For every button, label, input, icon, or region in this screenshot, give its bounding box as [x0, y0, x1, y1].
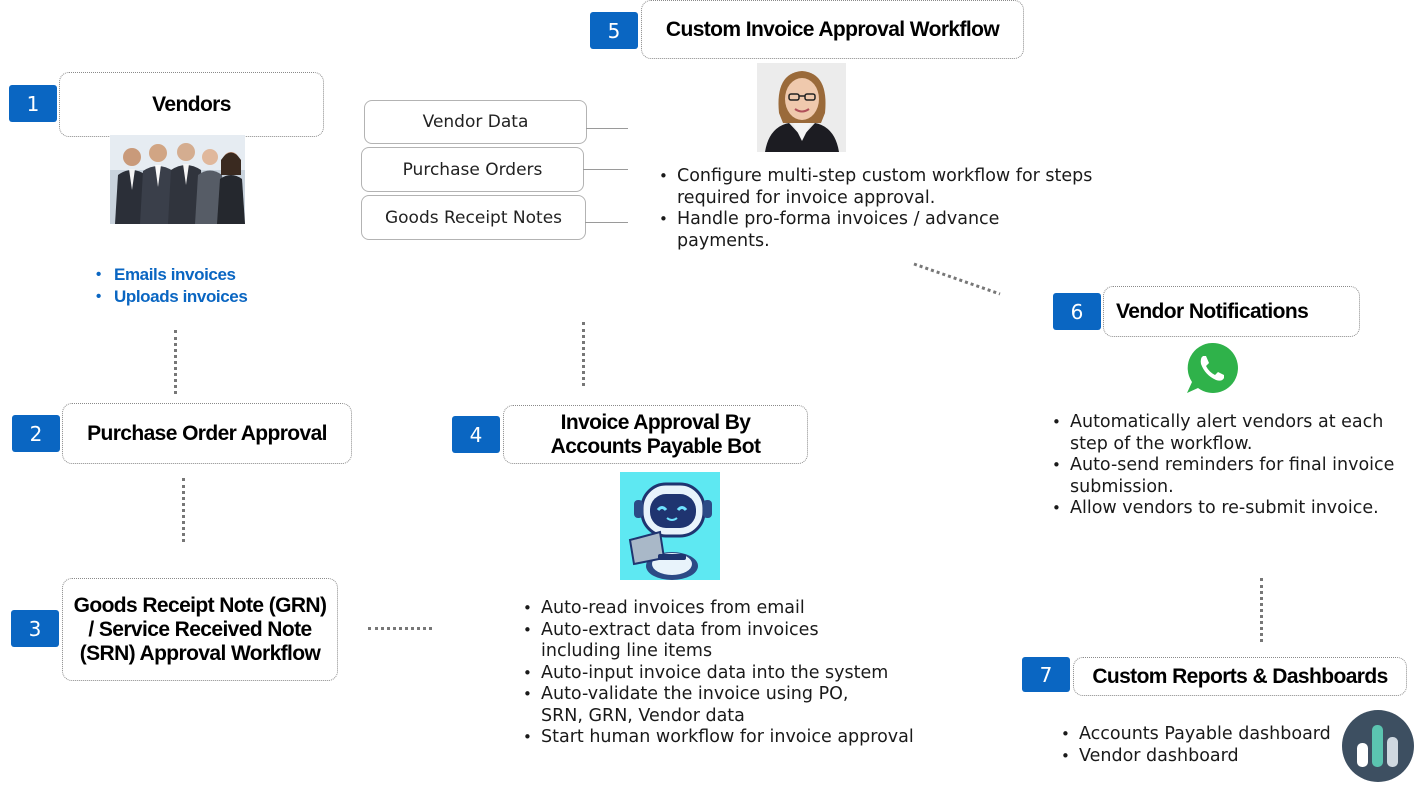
step-7-number: 7 — [1022, 657, 1070, 692]
connector-data-4 — [582, 322, 585, 386]
step-7-bullets: Accounts Payable dashboard Vendor dashbo… — [1059, 724, 1349, 767]
list-item: Emails invoices — [94, 264, 314, 286]
step-6-bullets: Automatically alert vendors at each step… — [1050, 412, 1400, 520]
whatsapp-icon — [1187, 342, 1238, 393]
vendors-team-photo — [110, 135, 245, 224]
list-item: Vendor dashboard — [1059, 746, 1349, 768]
step-7-title: Custom Reports & Dashboards — [1073, 657, 1407, 696]
step-4-title: Invoice Approval By Accounts Payable Bot — [503, 405, 808, 464]
step-5-bullets: Configure multi-step custom workflow for… — [657, 166, 1097, 252]
bar-chart-icon — [1342, 710, 1414, 782]
connector-6-7 — [1260, 578, 1263, 642]
list-item: Auto-input invoice data into the system — [521, 663, 931, 685]
data-line-3 — [585, 222, 628, 223]
list-item: Configure multi-step custom workflow for… — [657, 166, 1097, 209]
step-5-number: 5 — [590, 12, 638, 49]
list-item: Handle pro-forma invoices / advance paym… — [657, 209, 1097, 252]
step-1-bullets: Emails invoices Uploads invoices — [94, 264, 314, 307]
list-item: Auto-send reminders for final invoice su… — [1050, 455, 1400, 498]
connector-2-3 — [182, 478, 185, 542]
list-item: Accounts Payable dashboard — [1059, 724, 1349, 746]
data-source-goods-receipt-notes: Goods Receipt Notes — [361, 195, 586, 240]
step-2-number: 2 — [12, 415, 60, 452]
list-item: Uploads invoices — [94, 286, 314, 308]
step-3-title: Goods Receipt Note (GRN) / Service Recei… — [62, 578, 338, 681]
list-item: Automatically alert vendors at each step… — [1050, 412, 1400, 455]
data-source-vendor-data: Vendor Data — [364, 100, 587, 144]
connector-3-4 — [368, 627, 432, 630]
connector-5-6 — [913, 262, 1001, 296]
robot-laptop-icon — [620, 472, 720, 580]
businesswoman-photo — [757, 63, 846, 152]
data-source-purchase-orders: Purchase Orders — [361, 147, 584, 192]
list-item: Auto-validate the invoice using PO, SRN,… — [521, 684, 931, 727]
step-3-number: 3 — [11, 610, 59, 647]
list-item: Auto-extract data from invoices includin… — [521, 620, 931, 663]
data-line-2 — [583, 169, 628, 170]
step-4-number: 4 — [452, 416, 500, 453]
step-6-number: 6 — [1053, 293, 1101, 330]
connector-1-2 — [174, 330, 177, 394]
list-item: Allow vendors to re-submit invoice. — [1050, 498, 1400, 520]
step-1-number: 1 — [9, 85, 57, 122]
step-1-title: Vendors — [59, 72, 324, 137]
step-6-title: Vendor Notifications — [1103, 286, 1360, 337]
step-2-title: Purchase Order Approval — [62, 403, 352, 464]
list-item: Start human workflow for invoice approva… — [521, 727, 931, 749]
data-line-1 — [586, 128, 628, 129]
list-item: Auto-read invoices from email — [521, 598, 931, 620]
step-4-bullets: Auto-read invoices from email Auto-extra… — [521, 598, 931, 749]
step-5-title: Custom Invoice Approval Workflow — [641, 0, 1024, 59]
